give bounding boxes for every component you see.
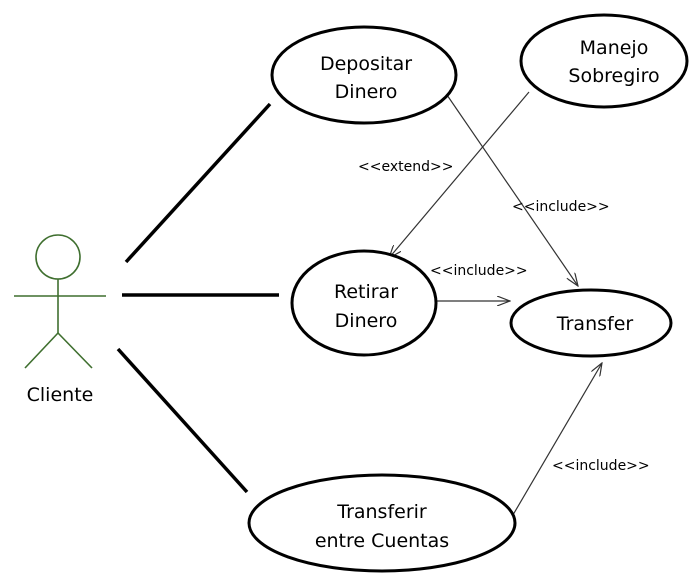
actor-right-leg bbox=[57, 332, 93, 369]
use-case-ellipse bbox=[509, 288, 673, 358]
use-case-retirar-dinero[interactable]: Retirar Dinero bbox=[290, 249, 438, 357]
extend-arrow-manejo bbox=[389, 91, 530, 258]
use-case-transfer[interactable]: Transfer bbox=[509, 288, 673, 358]
use-case-ellipse bbox=[290, 249, 438, 357]
use-case-label-line2: Sobregiro bbox=[568, 65, 659, 87]
actor-label: Cliente bbox=[27, 384, 94, 406]
use-case-transferir-entre-cuentas[interactable]: Transferir entre Cuentas bbox=[247, 473, 517, 573]
actor-left-leg bbox=[24, 332, 59, 369]
actor-cliente[interactable]: Cliente bbox=[14, 234, 106, 406]
use-case-label-line1: Retirar bbox=[334, 281, 398, 303]
extend-label: <<extend>> bbox=[358, 159, 453, 175]
use-case-ellipse bbox=[519, 13, 689, 109]
association-depositar bbox=[124, 102, 272, 264]
use-case-label-line2: Dinero bbox=[335, 310, 398, 332]
use-case-ellipse bbox=[247, 473, 517, 573]
use-case-label-line2: Dinero bbox=[335, 81, 398, 103]
include-arrow-depositar bbox=[446, 94, 578, 286]
use-case-label-line1: Depositar bbox=[320, 53, 412, 75]
use-case-label: Transfer bbox=[556, 313, 634, 335]
use-case-label-line2: entre Cuentas bbox=[315, 530, 449, 552]
include-label-retirar: <<include>> bbox=[430, 263, 528, 279]
include-label-transferir: <<include>> bbox=[552, 458, 650, 474]
use-case-label-line1: Transferir bbox=[336, 501, 427, 523]
use-case-manejo-sobregiro[interactable]: Manejo Sobregiro bbox=[519, 13, 689, 109]
use-case-label-line1: Manejo bbox=[580, 37, 649, 59]
use-case-depositar-dinero[interactable]: Depositar Dinero bbox=[270, 25, 458, 125]
include-arrow-transferir bbox=[509, 363, 602, 521]
actor-head bbox=[35, 234, 81, 280]
include-label-depositar: <<include>> bbox=[512, 199, 610, 215]
association-transferir bbox=[116, 347, 249, 494]
use-case-ellipse bbox=[270, 25, 458, 125]
